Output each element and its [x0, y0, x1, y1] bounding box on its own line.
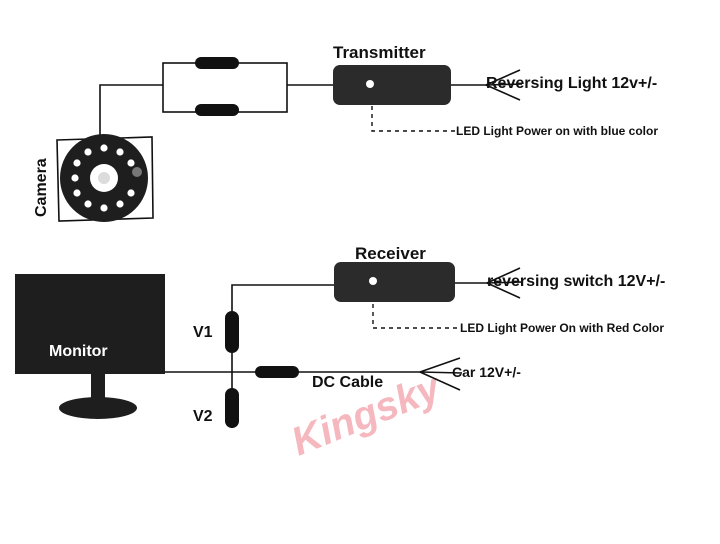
car-power-wires: [419, 357, 463, 391]
camera: [56, 134, 154, 222]
receiver-box: [334, 262, 455, 302]
camera-label: Camera: [33, 158, 50, 217]
fuse-bottom: [195, 104, 239, 116]
monitor-stand: [59, 397, 137, 419]
receiver-signal-label: reversing switch 12V+/-: [487, 273, 665, 290]
dc-cable-label: DC Cable: [312, 374, 383, 391]
transmitter-title: Transmitter: [333, 43, 426, 62]
transmitter-box: [333, 65, 451, 105]
v1-label: V1: [193, 324, 213, 341]
v1-fuse: [225, 311, 239, 353]
monitor-label: Monitor: [49, 343, 108, 360]
transmitter-led-callout: [371, 106, 456, 132]
dc-cable-fuse: [255, 366, 299, 378]
v2-fuse: [225, 388, 239, 428]
camera-wire: [99, 84, 163, 140]
transmitter-signal-label: Reversing Light 12v+/-: [486, 75, 657, 92]
receiver-signal-wires: [455, 267, 523, 299]
receiver-title: Receiver: [355, 244, 426, 263]
transmitter-signal-wires: [451, 69, 523, 101]
monitor-screen: [15, 274, 165, 374]
camera-ir-leds: [71, 144, 135, 212]
monitor-neck: [91, 374, 105, 398]
transmitter-led-icon: [366, 80, 374, 88]
camera-lens-core: [98, 172, 110, 184]
camera-section: [99, 62, 333, 140]
receiver-led-note: LED Light Power On with Red Color: [460, 321, 664, 335]
receiver-led-callout: [372, 304, 460, 329]
receiver-led-icon: [369, 277, 377, 285]
monitor: [15, 274, 165, 419]
fuse-top: [195, 57, 239, 69]
transmitter-led-note: LED Light Power on with blue color: [456, 124, 658, 138]
car-power-label: Car 12V+/-: [452, 364, 521, 380]
v2-label: V2: [193, 408, 213, 425]
camera-sensor: [132, 167, 142, 177]
